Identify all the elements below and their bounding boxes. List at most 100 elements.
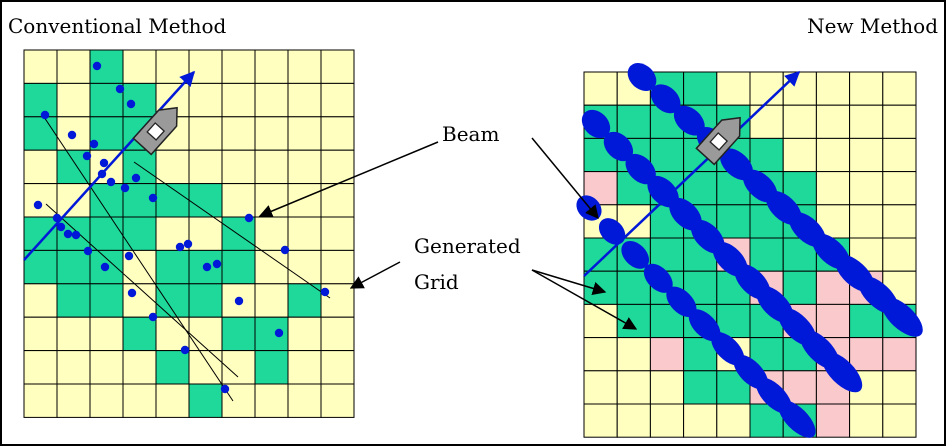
grid-cell-generated	[23, 82, 58, 118]
grid-cell	[155, 49, 190, 84]
beam-label: Beam	[442, 122, 500, 146]
grid-cell	[254, 216, 289, 251]
sounding-point	[220, 384, 230, 394]
sounding-point	[100, 262, 110, 272]
beam-footprint	[647, 175, 679, 208]
grid-cell	[849, 71, 884, 106]
grid-cell	[882, 237, 917, 272]
sounding-point	[280, 245, 290, 255]
grid-cell-generated	[749, 237, 784, 272]
grid-cell	[287, 216, 322, 251]
sounding-point	[97, 169, 107, 179]
grid-cell-added	[882, 337, 917, 372]
grid-cell	[122, 383, 157, 418]
grid-cell-generated	[23, 216, 58, 251]
grid-cell	[287, 49, 322, 84]
callout-arrows	[258, 137, 638, 330]
grid-cell	[849, 171, 884, 206]
new-method-title: New Method	[807, 14, 938, 38]
sounding-point	[115, 84, 125, 94]
grid-cell	[254, 283, 289, 318]
grid-cell	[882, 104, 917, 139]
sounding-point	[127, 288, 137, 298]
sounding-point	[320, 287, 330, 297]
grid-cell-generated	[221, 316, 256, 352]
grid-cell	[882, 204, 917, 239]
sounding-point	[120, 183, 130, 193]
grid-cell	[221, 49, 256, 84]
conventional-grid	[23, 49, 355, 418]
sounding-point	[40, 110, 50, 120]
sounding-point	[274, 328, 284, 338]
beam-footprint	[688, 309, 721, 342]
grid-cell-added	[815, 403, 851, 438]
grid-cell	[155, 149, 190, 185]
sounding-point	[82, 151, 92, 161]
grid-cell	[320, 350, 355, 385]
sounding-point	[89, 139, 99, 149]
grid-cell	[287, 82, 322, 118]
beam-footprint	[821, 351, 863, 393]
grid-cell	[89, 350, 124, 385]
sounding-point	[92, 61, 102, 71]
sounding-point	[83, 246, 93, 256]
grid-cell	[23, 49, 58, 84]
grid-cell	[815, 137, 851, 173]
grid-cell	[23, 350, 58, 385]
grid-arrow-left	[349, 261, 401, 289]
sounding-point	[56, 222, 66, 232]
grid-cell	[782, 137, 817, 173]
grid-cell-generated	[23, 249, 58, 285]
sounding-point	[180, 345, 190, 355]
sounding-point	[148, 312, 158, 322]
grid-cell-generated	[716, 204, 751, 239]
grid-cell	[23, 183, 58, 218]
grid-cell	[782, 104, 817, 139]
generated-grid-label-line1: Generated	[414, 234, 521, 258]
grid-cell	[583, 370, 618, 405]
beam-footprints	[576, 63, 923, 438]
grid-cell	[815, 71, 851, 106]
grid-cell-added	[649, 337, 685, 372]
sounding-point	[106, 177, 116, 187]
grid-cell	[616, 403, 651, 438]
grid-cell	[716, 71, 751, 106]
beam-footprint	[598, 218, 626, 245]
grid-cell	[188, 82, 223, 118]
grid-cell-generated	[122, 82, 157, 118]
sounding-point	[183, 239, 193, 249]
beam-footprint	[719, 148, 754, 181]
grid-cell	[320, 316, 355, 352]
grid-cell-generated	[287, 283, 322, 318]
grid-cell	[221, 82, 256, 118]
grid-cell-generated	[683, 370, 718, 405]
grid-cell	[56, 49, 91, 84]
beam-footprint	[621, 241, 650, 269]
grid-cell	[188, 216, 223, 251]
beam-footprint	[627, 63, 657, 91]
grid-cell-added	[849, 337, 884, 372]
grid-cell	[23, 316, 58, 352]
grid-cell-generated	[749, 137, 784, 173]
grid-cell	[254, 82, 289, 118]
grid-cell	[287, 316, 322, 352]
sounding-point	[234, 296, 244, 306]
grid-cell	[254, 116, 289, 151]
grid-cell	[221, 383, 256, 418]
grid-cell-generated	[683, 337, 718, 372]
grid-arrow-right-upper	[531, 269, 607, 295]
grid-cell-generated	[23, 116, 58, 151]
grid-cell	[221, 283, 256, 318]
grid-cell	[287, 116, 322, 151]
beam-footprint	[625, 153, 656, 185]
grid-cell-generated	[89, 283, 124, 318]
ship-icon	[695, 116, 741, 166]
sounding-point	[52, 213, 62, 223]
beam-footprint	[881, 297, 923, 337]
beam-footprint	[666, 286, 697, 318]
grid-cell-generated	[221, 249, 256, 285]
sounding-points	[33, 61, 330, 394]
grid-cell-generated	[616, 104, 651, 139]
grid-cell-generated	[89, 216, 124, 251]
